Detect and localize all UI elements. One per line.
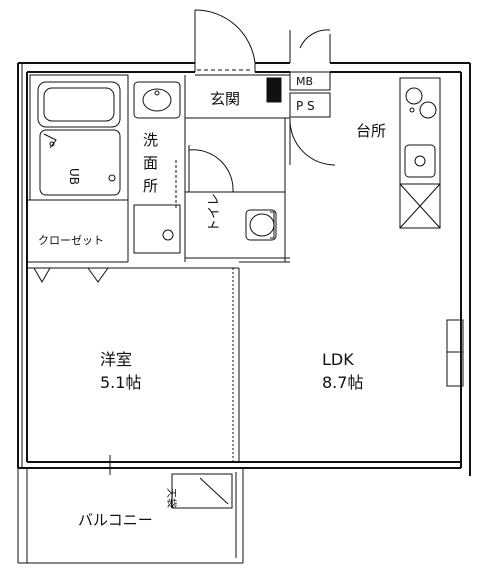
western-room-size: 5.1帖	[100, 373, 141, 392]
room-divider	[27, 261, 290, 462]
ldk-size: 8.7帖	[322, 373, 363, 392]
toilet-room	[185, 117, 290, 262]
entrance-area	[195, 71, 336, 166]
balcony-window	[42, 455, 200, 475]
ldk-label: LDK	[322, 350, 354, 369]
balcony-label: バルコニー	[78, 511, 153, 529]
ps-label: P S	[296, 99, 315, 113]
washroom	[127, 75, 186, 262]
unit-bath-label: UB	[67, 168, 81, 185]
mb-door	[289, 29, 331, 63]
kitchen-label: 台所	[356, 122, 386, 140]
closet-label: クローゼット	[38, 234, 104, 247]
hatch-label: 天袋	[165, 488, 178, 508]
entrance-door	[194, 9, 256, 72]
entrance-label: 玄関	[210, 90, 240, 108]
washroom-label-2: 面	[143, 154, 158, 172]
washroom-label-1: 洗	[143, 131, 158, 149]
kitchen-window	[446, 319, 464, 387]
western-room-label: 洋室	[100, 350, 132, 369]
washroom-label-3: 所	[143, 177, 158, 195]
kitchen-counter	[399, 77, 441, 229]
mb-label: MB	[296, 75, 313, 88]
outer-walls	[17, 62, 471, 476]
toilet-label: トイレ	[207, 193, 222, 232]
balcony	[17, 468, 244, 564]
